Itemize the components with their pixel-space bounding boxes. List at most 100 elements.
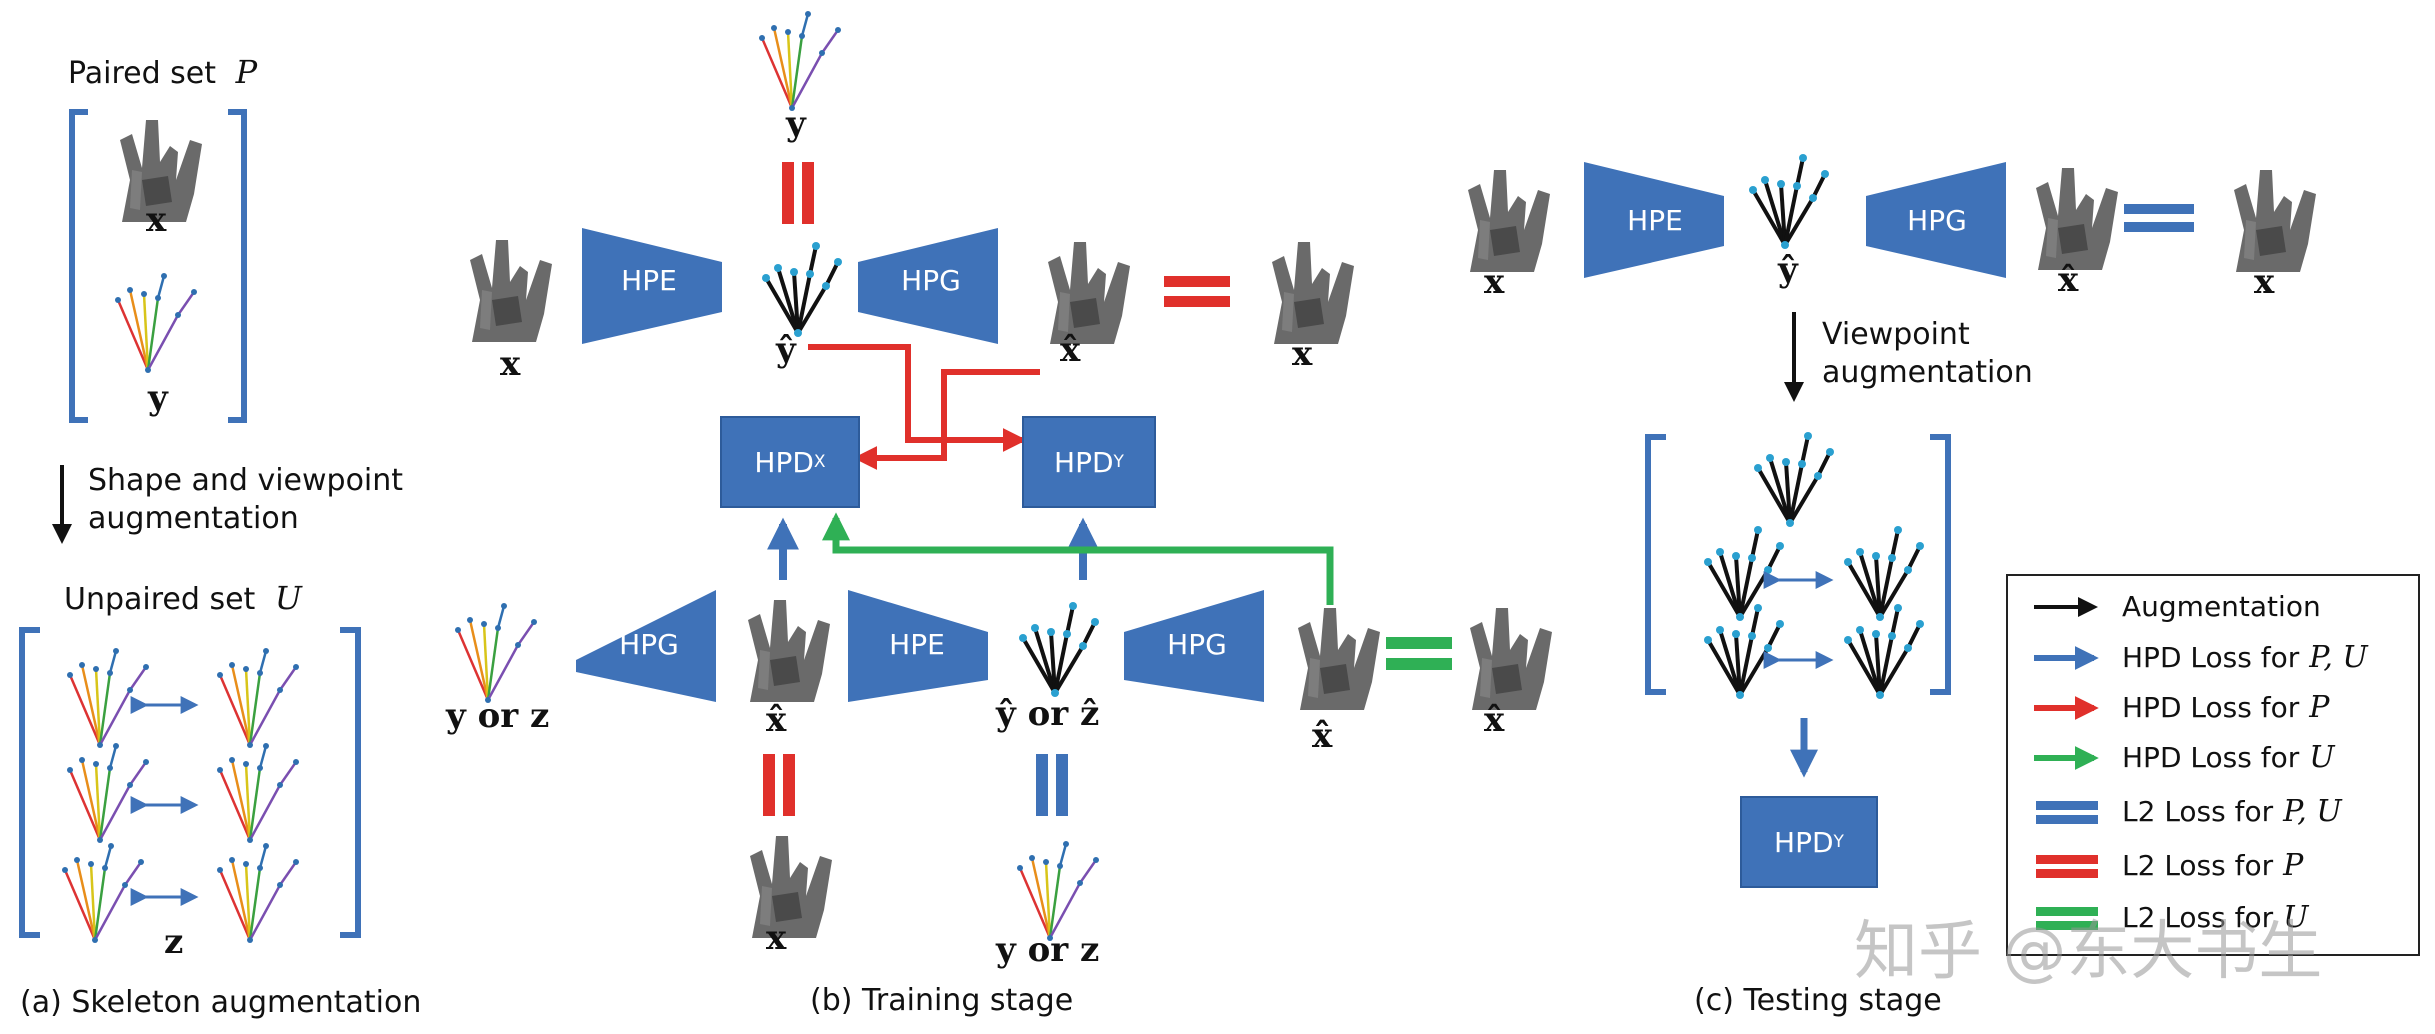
skeleton-yhat-or-zhat (1017, 600, 1101, 699)
hand-image-xhat-c (2036, 168, 2118, 270)
l2-red-vertical-top-1 (782, 162, 794, 224)
caption-b: (b) Training stage (810, 983, 1074, 1018)
skeleton-view-2b (1842, 602, 1926, 701)
legend-symbol-3: U (2309, 740, 2335, 775)
skeleton-u1b (215, 646, 301, 750)
label-xhat-c: x̂ (2058, 260, 2079, 300)
caption-c: (c) Testing stage (1694, 983, 1942, 1018)
hpg-label-bottom-right: HPG (1167, 628, 1227, 661)
hpd-y-c-sub: Y (1833, 832, 1844, 852)
skeleton-y-top (757, 9, 843, 113)
unpaired-set-text: Unpaired set (64, 582, 256, 617)
l2-red-equal-2 (1164, 296, 1230, 307)
label-x-top-right: x (1292, 334, 1313, 374)
unpaired-set-label: Unpaired set U (64, 578, 302, 619)
skeleton-y (113, 271, 199, 375)
paired-set-text: Paired set (68, 56, 217, 91)
legend-item-l2-u: L2 Loss for U (2032, 900, 2308, 935)
label-yhat-or-zhat: ŷ or ẑ (996, 694, 1100, 734)
legend-symbol-1: P, U (2309, 640, 2368, 675)
unpaired-bracket-left (19, 627, 40, 938)
label-z-a: z (164, 922, 184, 962)
red-arrow-yhat-to-hpdy (808, 344, 1027, 452)
paired-bracket-left (69, 109, 88, 423)
hand-image-x-top-right (1272, 242, 1354, 344)
l2-green-equal-1 (1386, 637, 1452, 649)
hpg-label-top: HPG (901, 264, 961, 297)
label-xhat-bottom-right: x̂ (1484, 700, 1505, 740)
hand-image-xhat-bottom-right (1470, 608, 1552, 710)
hpg-label-bottom-left: HPG (619, 628, 679, 661)
legend-item-l2-pu: L2 Loss for P, U (2032, 794, 2342, 829)
paired-bracket-right (228, 109, 247, 423)
legend-text-6: L2 Loss for (2122, 901, 2274, 934)
l2-red-vertical-bottom-2 (783, 754, 795, 816)
legend-blue-equal-icon (2036, 800, 2098, 824)
legend-black-arrow-icon (2034, 596, 2098, 617)
skeleton-yhat-top (760, 240, 844, 339)
unpaired-set-symbol: U (274, 579, 302, 617)
legend-item-l2-p: L2 Loss for P (2032, 848, 2303, 883)
hpd-x-text: HPD (754, 445, 814, 479)
legend-item-hpd-pu: HPD Loss for P, U (2032, 640, 2368, 675)
legend-green-arrow-icon (2034, 745, 2099, 770)
viewpoint-line-2: augmentation (1822, 354, 2033, 390)
label-x-c-right: x (2254, 262, 2275, 302)
hpd-y-sub: Y (1113, 452, 1124, 472)
viewpoint-line-1: Viewpoint (1822, 317, 1970, 352)
l2-blue-vertical-bottom-1 (1036, 754, 1048, 816)
skeleton-u3b (215, 841, 301, 945)
skeleton-yhat-c (1747, 152, 1831, 251)
legend-green-equal-icon (2036, 906, 2098, 930)
legend-text-1: HPD Loss for (2122, 641, 2300, 674)
paired-set-label: Paired set P (68, 52, 257, 93)
hpd-x-sub: X (813, 452, 826, 472)
legend-red-equal-icon (2036, 854, 2098, 878)
legend-text-2: HPD Loss for (2122, 691, 2300, 724)
l2-red-vertical-bottom-1 (763, 754, 775, 816)
legend-item-augmentation: Augmentation (2032, 590, 2321, 623)
label-xhathat: x̂̂ (1312, 716, 1333, 756)
hpg-trapezoid-c (1866, 162, 2006, 278)
hpe-trapezoid-bottom (848, 590, 988, 702)
label-y-a: y (148, 378, 168, 418)
skeleton-y-or-z-bottom (1015, 839, 1101, 943)
hand-image-xhathat (1298, 608, 1380, 710)
hpg-trapezoid-bottom-left (576, 590, 716, 702)
label-yhat-top: ŷ (776, 330, 796, 370)
legend-symbol-4: P, U (2283, 794, 2342, 829)
skeleton-view-1a (1702, 524, 1786, 623)
augmentation-line-2: augmentation (88, 500, 299, 536)
l2-red-vertical-top-2 (802, 162, 814, 224)
label-x-top: x (500, 344, 521, 384)
label-x-bottom: x (766, 918, 787, 958)
unpaired-bracket-right (340, 627, 361, 938)
skeleton-u1a (65, 646, 151, 750)
hand-image-x-bottom (750, 836, 832, 938)
legend-item-hpd-p: HPD Loss for P (2032, 690, 2329, 725)
red-arrow-xhat-to-hpdx (853, 369, 1040, 470)
label-x-c: x (1484, 262, 1505, 302)
hpe-label-c: HPE (1627, 204, 1683, 237)
label-x-a: x (146, 200, 167, 240)
hpg-label-c: HPG (1907, 204, 1967, 237)
legend-red-arrow-icon (2034, 695, 2099, 720)
hand-image-x-c-right (2234, 170, 2316, 272)
legend-symbol-5: P (2283, 848, 2304, 883)
legend: Augmentation HPD Loss for P, U HPD Loss … (2006, 574, 2420, 956)
paired-set-symbol: P (235, 53, 258, 91)
l2-green-equal-2 (1386, 658, 1452, 670)
label-y-or-z: y or z (446, 696, 550, 736)
legend-blue-arrow-icon (2034, 645, 2099, 670)
hpe-label-top: HPE (621, 264, 677, 297)
l2-blue-equal-1 (2124, 204, 2194, 214)
skeleton-view-2a (1702, 602, 1786, 701)
green-arrow-to-hpdx (822, 512, 1334, 605)
augmentation-label-a: Shape and viewpoint augmentation (88, 462, 403, 537)
legend-text-5: L2 Loss for (2122, 849, 2274, 882)
testing-bracket-left (1645, 434, 1666, 695)
hpd-y-c-text: HPD (1774, 825, 1834, 859)
